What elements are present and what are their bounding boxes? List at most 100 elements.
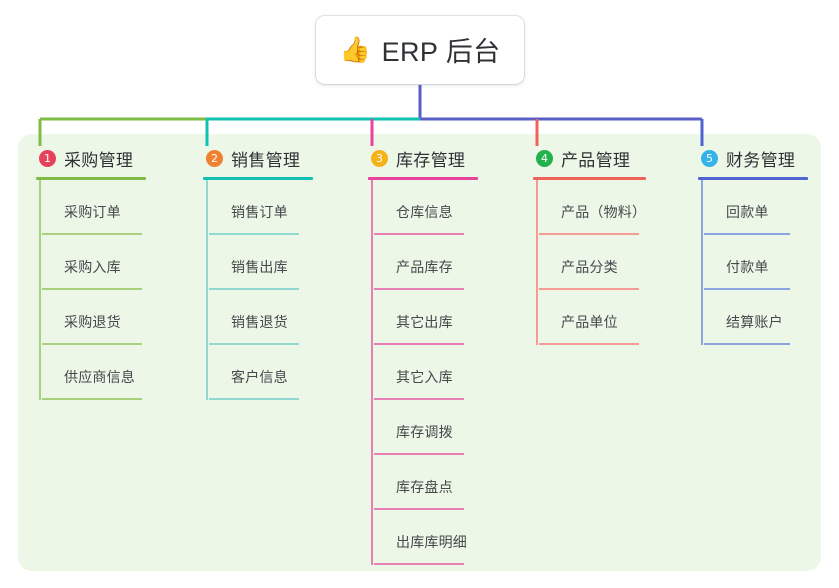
column-badge-icon: 4 bbox=[536, 149, 553, 167]
list-item-rule bbox=[374, 398, 464, 400]
column-badge-icon: 3 bbox=[371, 149, 388, 167]
list-item-label: 结算账户 bbox=[726, 314, 783, 330]
list-item-rule bbox=[539, 343, 639, 345]
column-title: 产品管理 bbox=[561, 150, 631, 170]
list-item[interactable]: 销售订单 bbox=[209, 180, 313, 235]
list-item[interactable]: 库存调拨 bbox=[374, 400, 478, 455]
list-item-label: 库存盘点 bbox=[396, 479, 453, 495]
list-item-label: 客户信息 bbox=[231, 369, 288, 385]
list-item-rule bbox=[42, 233, 142, 235]
column-header-4[interactable]: 4 产品管理 bbox=[533, 146, 646, 170]
list-item-label: 销售出库 bbox=[231, 259, 288, 275]
list-item-label: 产品库存 bbox=[396, 259, 453, 275]
list-item[interactable]: 其它入库 bbox=[374, 345, 478, 400]
column-header-1[interactable]: 1 采购管理 bbox=[36, 146, 146, 170]
column-spine bbox=[206, 180, 208, 400]
list-item[interactable]: 库存盘点 bbox=[374, 455, 478, 510]
list-item[interactable]: 采购订单 bbox=[42, 180, 146, 235]
column-spine bbox=[536, 180, 538, 345]
diagram-panel bbox=[18, 134, 821, 571]
column-1: 1 采购管理采购订单采购入库采购退货供应商信息 bbox=[36, 146, 146, 400]
column-title: 采购管理 bbox=[64, 150, 134, 170]
column-header-rule bbox=[698, 177, 808, 180]
column-badge-icon: 1 bbox=[39, 149, 56, 167]
list-item[interactable]: 其它出库 bbox=[374, 290, 478, 345]
list-item-label: 其它出库 bbox=[396, 314, 453, 330]
column-header-rule bbox=[533, 177, 646, 180]
column-4: 4 产品管理产品（物料） 产品分类产品单位 bbox=[533, 146, 646, 345]
column-header-rule bbox=[36, 177, 146, 180]
list-item[interactable]: 销售出库 bbox=[209, 235, 313, 290]
list-item-label: 采购订单 bbox=[64, 204, 121, 220]
thumbs-up-icon: 👍 bbox=[339, 34, 371, 64]
list-item-label: 产品单位 bbox=[561, 314, 618, 330]
list-item-rule bbox=[704, 343, 790, 345]
column-spine bbox=[701, 180, 703, 345]
list-item-rule bbox=[539, 233, 639, 235]
list-item-rule bbox=[42, 343, 142, 345]
list-item[interactable]: 采购退货 bbox=[42, 290, 146, 345]
list-item[interactable]: 结算账户 bbox=[704, 290, 808, 345]
column-header-rule bbox=[203, 177, 313, 180]
column-title: 库存管理 bbox=[396, 150, 466, 170]
list-item-rule bbox=[374, 453, 464, 455]
column-spine bbox=[39, 180, 41, 400]
column-header-5[interactable]: 5 财务管理 bbox=[698, 146, 808, 170]
list-item-rule bbox=[539, 288, 639, 290]
column-title: 销售管理 bbox=[231, 150, 301, 170]
column-5: 5 财务管理回款单付款单结算账户 bbox=[698, 146, 808, 345]
root-title-card[interactable]: 👍 ERP 后台 bbox=[316, 16, 524, 84]
column-items: 回款单付款单结算账户 bbox=[698, 180, 808, 345]
column-items: 采购订单采购入库采购退货供应商信息 bbox=[36, 180, 146, 400]
list-item-label: 采购入库 bbox=[64, 259, 121, 275]
list-item-rule bbox=[374, 233, 464, 235]
list-item-label: 付款单 bbox=[726, 259, 769, 275]
list-item[interactable]: 产品库存 bbox=[374, 235, 478, 290]
column-badge-icon: 5 bbox=[701, 149, 718, 167]
list-item-label: 出库库明细 bbox=[396, 534, 467, 550]
list-item-rule bbox=[374, 343, 464, 345]
list-item-rule bbox=[42, 288, 142, 290]
list-item-rule bbox=[42, 398, 142, 400]
list-item-rule bbox=[209, 398, 299, 400]
column-items: 仓库信息产品库存其它出库其它入库库存调拨库存盘点出库库明细 bbox=[368, 180, 478, 565]
list-item-rule bbox=[704, 288, 790, 290]
list-item[interactable]: 客户信息 bbox=[209, 345, 313, 400]
list-item[interactable]: 销售退货 bbox=[209, 290, 313, 345]
list-item-rule bbox=[374, 288, 464, 290]
list-item-label: 供应商信息 bbox=[64, 369, 135, 385]
list-item[interactable]: 付款单 bbox=[704, 235, 808, 290]
column-header-2[interactable]: 2 销售管理 bbox=[203, 146, 313, 170]
list-item[interactable]: 供应商信息 bbox=[42, 345, 146, 400]
list-item[interactable]: 出库库明细 bbox=[374, 510, 478, 565]
list-item-rule bbox=[209, 233, 299, 235]
list-item-rule bbox=[374, 508, 464, 510]
list-item[interactable]: 仓库信息 bbox=[374, 180, 478, 235]
list-item-label: 产品分类 bbox=[561, 259, 618, 275]
list-item-label: 回款单 bbox=[726, 204, 769, 220]
list-item-label: 采购退货 bbox=[64, 314, 121, 330]
page-title: ERP 后台 bbox=[381, 36, 501, 67]
list-item[interactable]: 产品单位 bbox=[539, 290, 646, 345]
list-item-label: 销售订单 bbox=[231, 204, 288, 220]
column-header-3[interactable]: 3 库存管理 bbox=[368, 146, 478, 170]
list-item-label: 其它入库 bbox=[396, 369, 453, 385]
list-item[interactable]: 产品（物料） bbox=[539, 180, 646, 235]
column-title: 财务管理 bbox=[726, 150, 796, 170]
list-item-rule bbox=[209, 288, 299, 290]
list-item-label: 库存调拨 bbox=[396, 424, 453, 440]
list-item[interactable]: 采购入库 bbox=[42, 235, 146, 290]
list-item-rule bbox=[704, 233, 790, 235]
list-item-label: 仓库信息 bbox=[396, 204, 453, 220]
list-item-rule bbox=[374, 563, 464, 565]
list-item[interactable]: 回款单 bbox=[704, 180, 808, 235]
column-items: 销售订单销售出库销售退货客户信息 bbox=[203, 180, 313, 400]
column-badge-icon: 2 bbox=[206, 149, 223, 167]
column-items: 产品（物料） 产品分类产品单位 bbox=[533, 180, 646, 345]
list-item[interactable]: 产品分类 bbox=[539, 235, 646, 290]
list-item-rule bbox=[209, 343, 299, 345]
column-header-rule bbox=[368, 177, 478, 180]
column-2: 2 销售管理销售订单销售出库销售退货客户信息 bbox=[203, 146, 313, 400]
list-item-label: 产品（物料） bbox=[561, 204, 647, 220]
